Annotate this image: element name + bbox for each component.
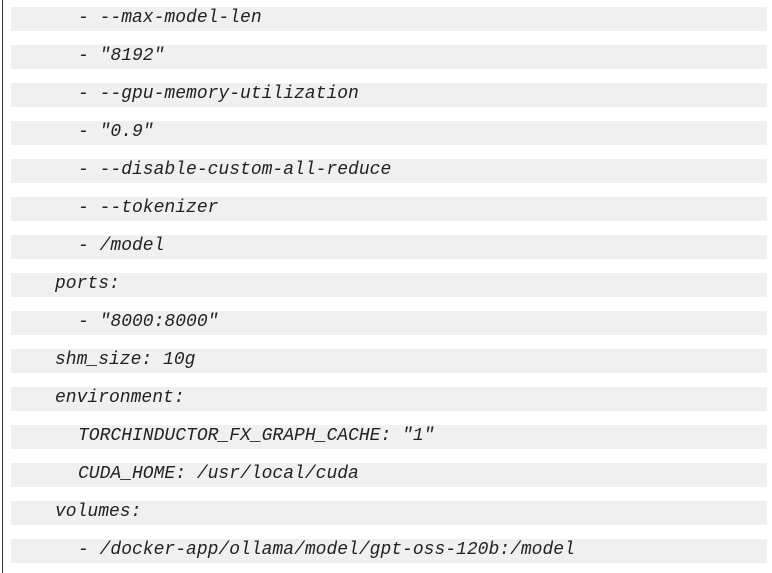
code-line: shm_size: 10g: [11, 349, 767, 373]
code-line: CUDA_HOME: /usr/local/cuda: [11, 463, 767, 487]
code-line: - "0.9": [11, 121, 767, 145]
code-line: - /model: [11, 235, 767, 259]
code-line-text: - --tokenizer: [78, 198, 219, 218]
code-line: - "8000:8000": [11, 311, 767, 335]
code-line-text: - /model: [78, 236, 165, 256]
code-line-text: - --disable-custom-all-reduce: [78, 160, 392, 180]
code-line: volumes:: [11, 501, 767, 525]
code-line: - /docker-app/ollama/model/gpt-oss-120b:…: [11, 539, 767, 563]
code-line-text: CUDA_HOME: /usr/local/cuda: [78, 464, 359, 484]
code-line: environment:: [11, 387, 767, 411]
code-line: - --tokenizer: [11, 197, 767, 221]
code-line: - --max-model-len: [11, 7, 767, 31]
code-block-border: [2, 0, 3, 573]
code-line: - --gpu-memory-utilization: [11, 83, 767, 107]
code-line-text: volumes:: [55, 502, 142, 522]
code-line-text: environment:: [55, 388, 185, 408]
code-line-text: - "8000:8000": [78, 312, 219, 332]
code-line: TORCHINDUCTOR_FX_GRAPH_CACHE: "1": [11, 425, 767, 449]
code-line-text: - "8192": [78, 46, 165, 66]
code-line-text: - "0.9": [78, 122, 154, 142]
code-line: - "8192": [11, 45, 767, 69]
code-line-text: - --gpu-memory-utilization: [78, 84, 359, 104]
code-line: ports:: [11, 273, 767, 297]
code-line: - --disable-custom-all-reduce: [11, 159, 767, 183]
code-line-text: shm_size: 10g: [55, 350, 196, 370]
code-line-text: - --max-model-len: [78, 8, 262, 28]
code-line-text: ports:: [55, 274, 120, 294]
code-line-text: - /docker-app/ollama/model/gpt-oss-120b:…: [78, 540, 575, 560]
code-line-text: TORCHINDUCTOR_FX_GRAPH_CACHE: "1": [78, 426, 435, 446]
